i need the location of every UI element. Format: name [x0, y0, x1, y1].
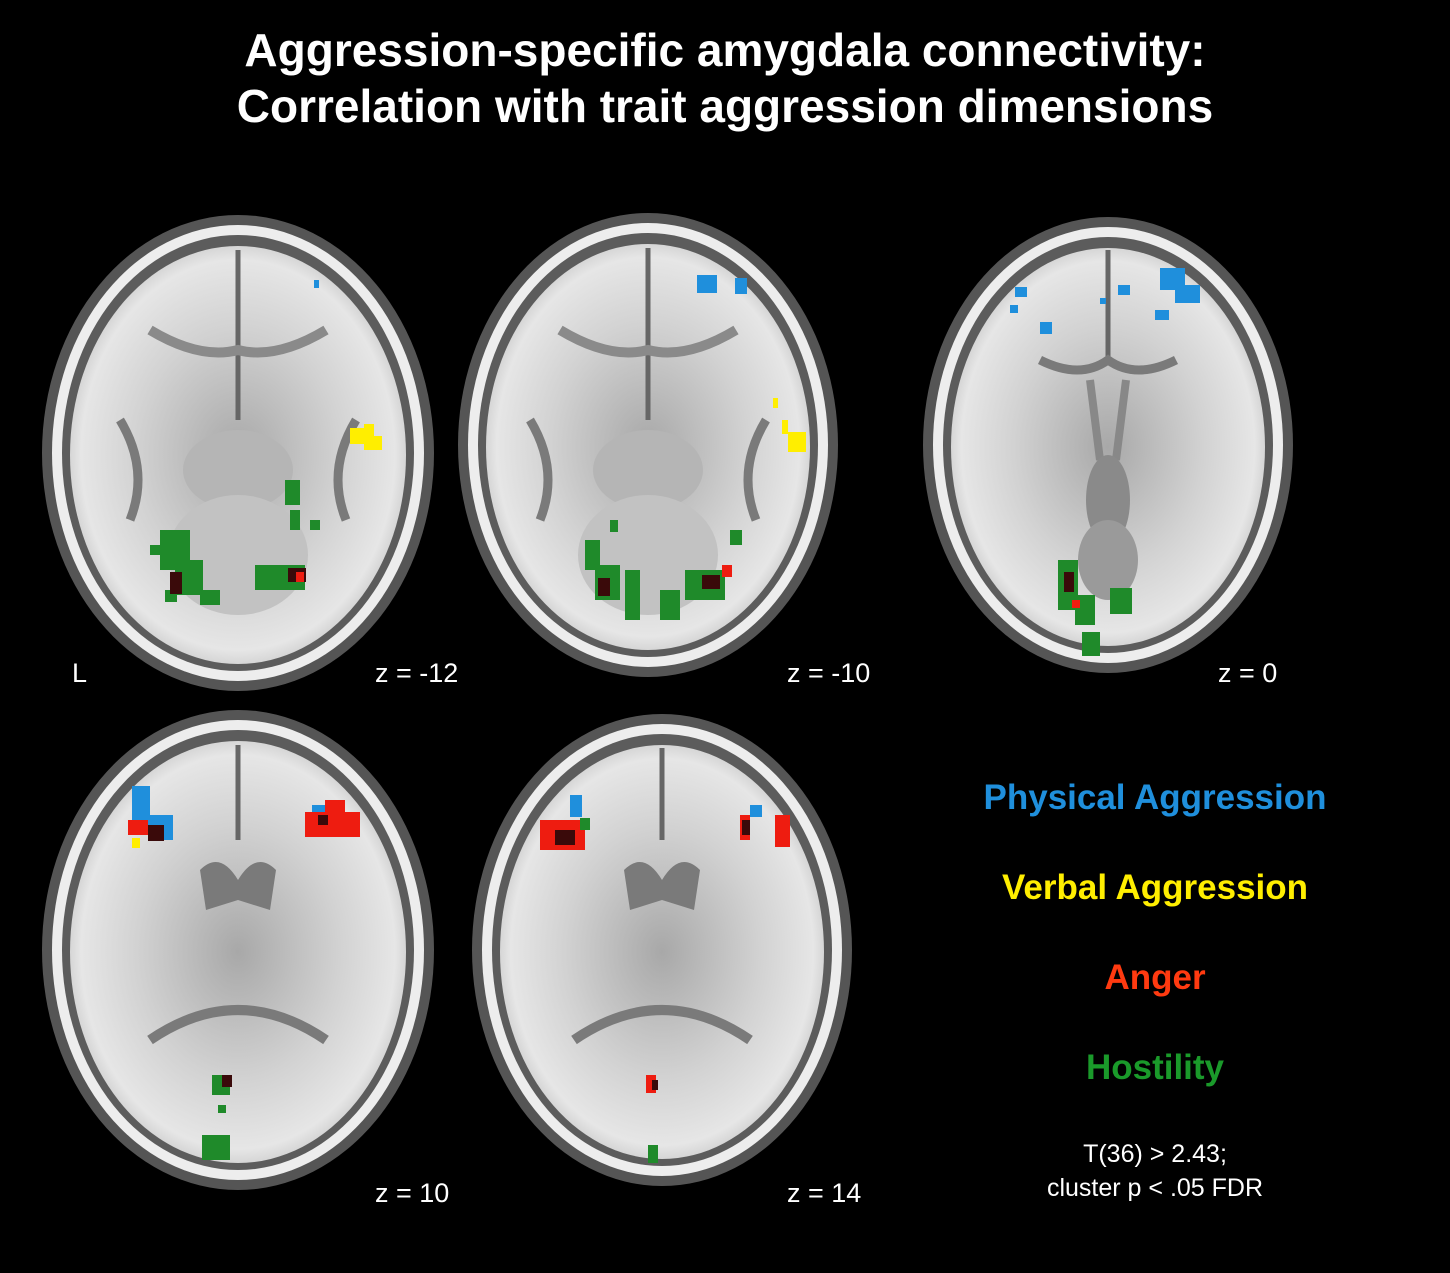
brain-slice-z-10: [42, 710, 434, 1190]
cluster-physical: [1010, 268, 1200, 334]
slice-label-z-0: z = 0: [1218, 658, 1278, 688]
cluster-hostility: [648, 1145, 658, 1163]
orientation-label: L: [72, 658, 88, 688]
threshold-note-line-1: T(36) > 2.43;: [1083, 1140, 1227, 1168]
cluster-verbal: [773, 398, 806, 452]
cluster-anger-overlap: [555, 820, 750, 845]
slice-label-z-14: z = 14: [787, 1178, 862, 1208]
figure-title-line-2: Correlation with trait aggression dimens…: [236, 80, 1214, 132]
cluster-verbal: [350, 424, 382, 450]
cluster-anger-overlap: [170, 568, 306, 594]
cluster-anger-overlap: [1064, 572, 1080, 608]
cluster-anger-overlap: [222, 1075, 232, 1087]
legend-hostility: Hostility: [1085, 1048, 1225, 1087]
slice-label-z-minus-10: z = -10: [787, 658, 871, 688]
slice-label-z-10: z = 10: [375, 1178, 450, 1208]
cluster-anger: [646, 1075, 658, 1093]
cluster-physical: [314, 280, 319, 288]
cluster-physical: [697, 275, 747, 294]
brain-slice-z-14: [472, 714, 852, 1186]
cluster-hostility: [580, 818, 590, 830]
figure-title-line-1: Aggression-specific amygdala connectivit…: [244, 24, 1206, 76]
legend-anger: Anger: [1104, 958, 1206, 997]
legend-physical-aggression: Physical Aggression: [983, 778, 1327, 817]
legend-verbal-aggression: Verbal Aggression: [1001, 868, 1309, 907]
cluster-anger: [128, 800, 360, 837]
brain-slice-z-0: [923, 217, 1293, 673]
slice-label-z-minus-12: z = -12: [375, 658, 459, 688]
threshold-note-line-2: cluster p < .05 FDR: [1046, 1174, 1264, 1202]
cluster-anger-overlap: [598, 565, 732, 596]
brain-slice-z-minus-12: [42, 215, 434, 691]
cluster-physical: [570, 795, 762, 817]
cluster-verbal: [132, 838, 140, 848]
cluster-anger-overlap: [148, 815, 328, 841]
brain-slice-z-minus-10: [458, 213, 838, 677]
